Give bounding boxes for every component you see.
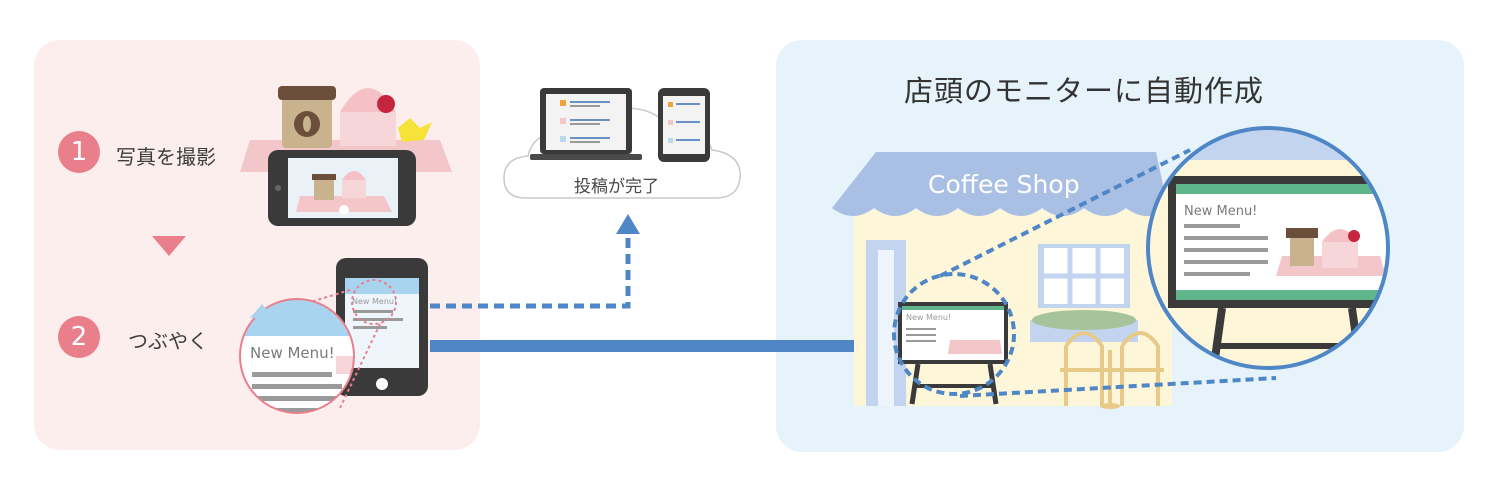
zoom-bubble [239,298,355,414]
monitor-menu-title: New Menu! [1184,204,1258,219]
step-1-label: 写真を撮影 [116,145,216,169]
coffee-shop-illustration [832,152,1172,409]
monitor-zoom-circle [1146,126,1390,370]
step-2-badge: 2 [58,316,100,358]
camera-phone-icon [268,150,416,226]
step-2-label: つぶやく [128,329,208,353]
smartphone-icon [336,258,428,396]
shop-awning-label: Coffee Shop [928,170,1080,199]
phone-menu-title: New Menu! [352,297,398,306]
laptop-icon [530,88,642,160]
tablet-icon [658,88,710,162]
right-panel-title: 店頭のモニターに自動作成 [904,74,1265,108]
sign-menu-title: New Menu! [906,313,952,322]
down-arrow-icon [152,236,186,256]
display-arrow [430,330,884,362]
zoom-menu-title: New Menu! [250,344,335,362]
step-1-badge: 1 [58,131,100,173]
upload-dashed-arrow [430,214,640,309]
cloud-status-label: 投稿が完了 [574,177,659,197]
